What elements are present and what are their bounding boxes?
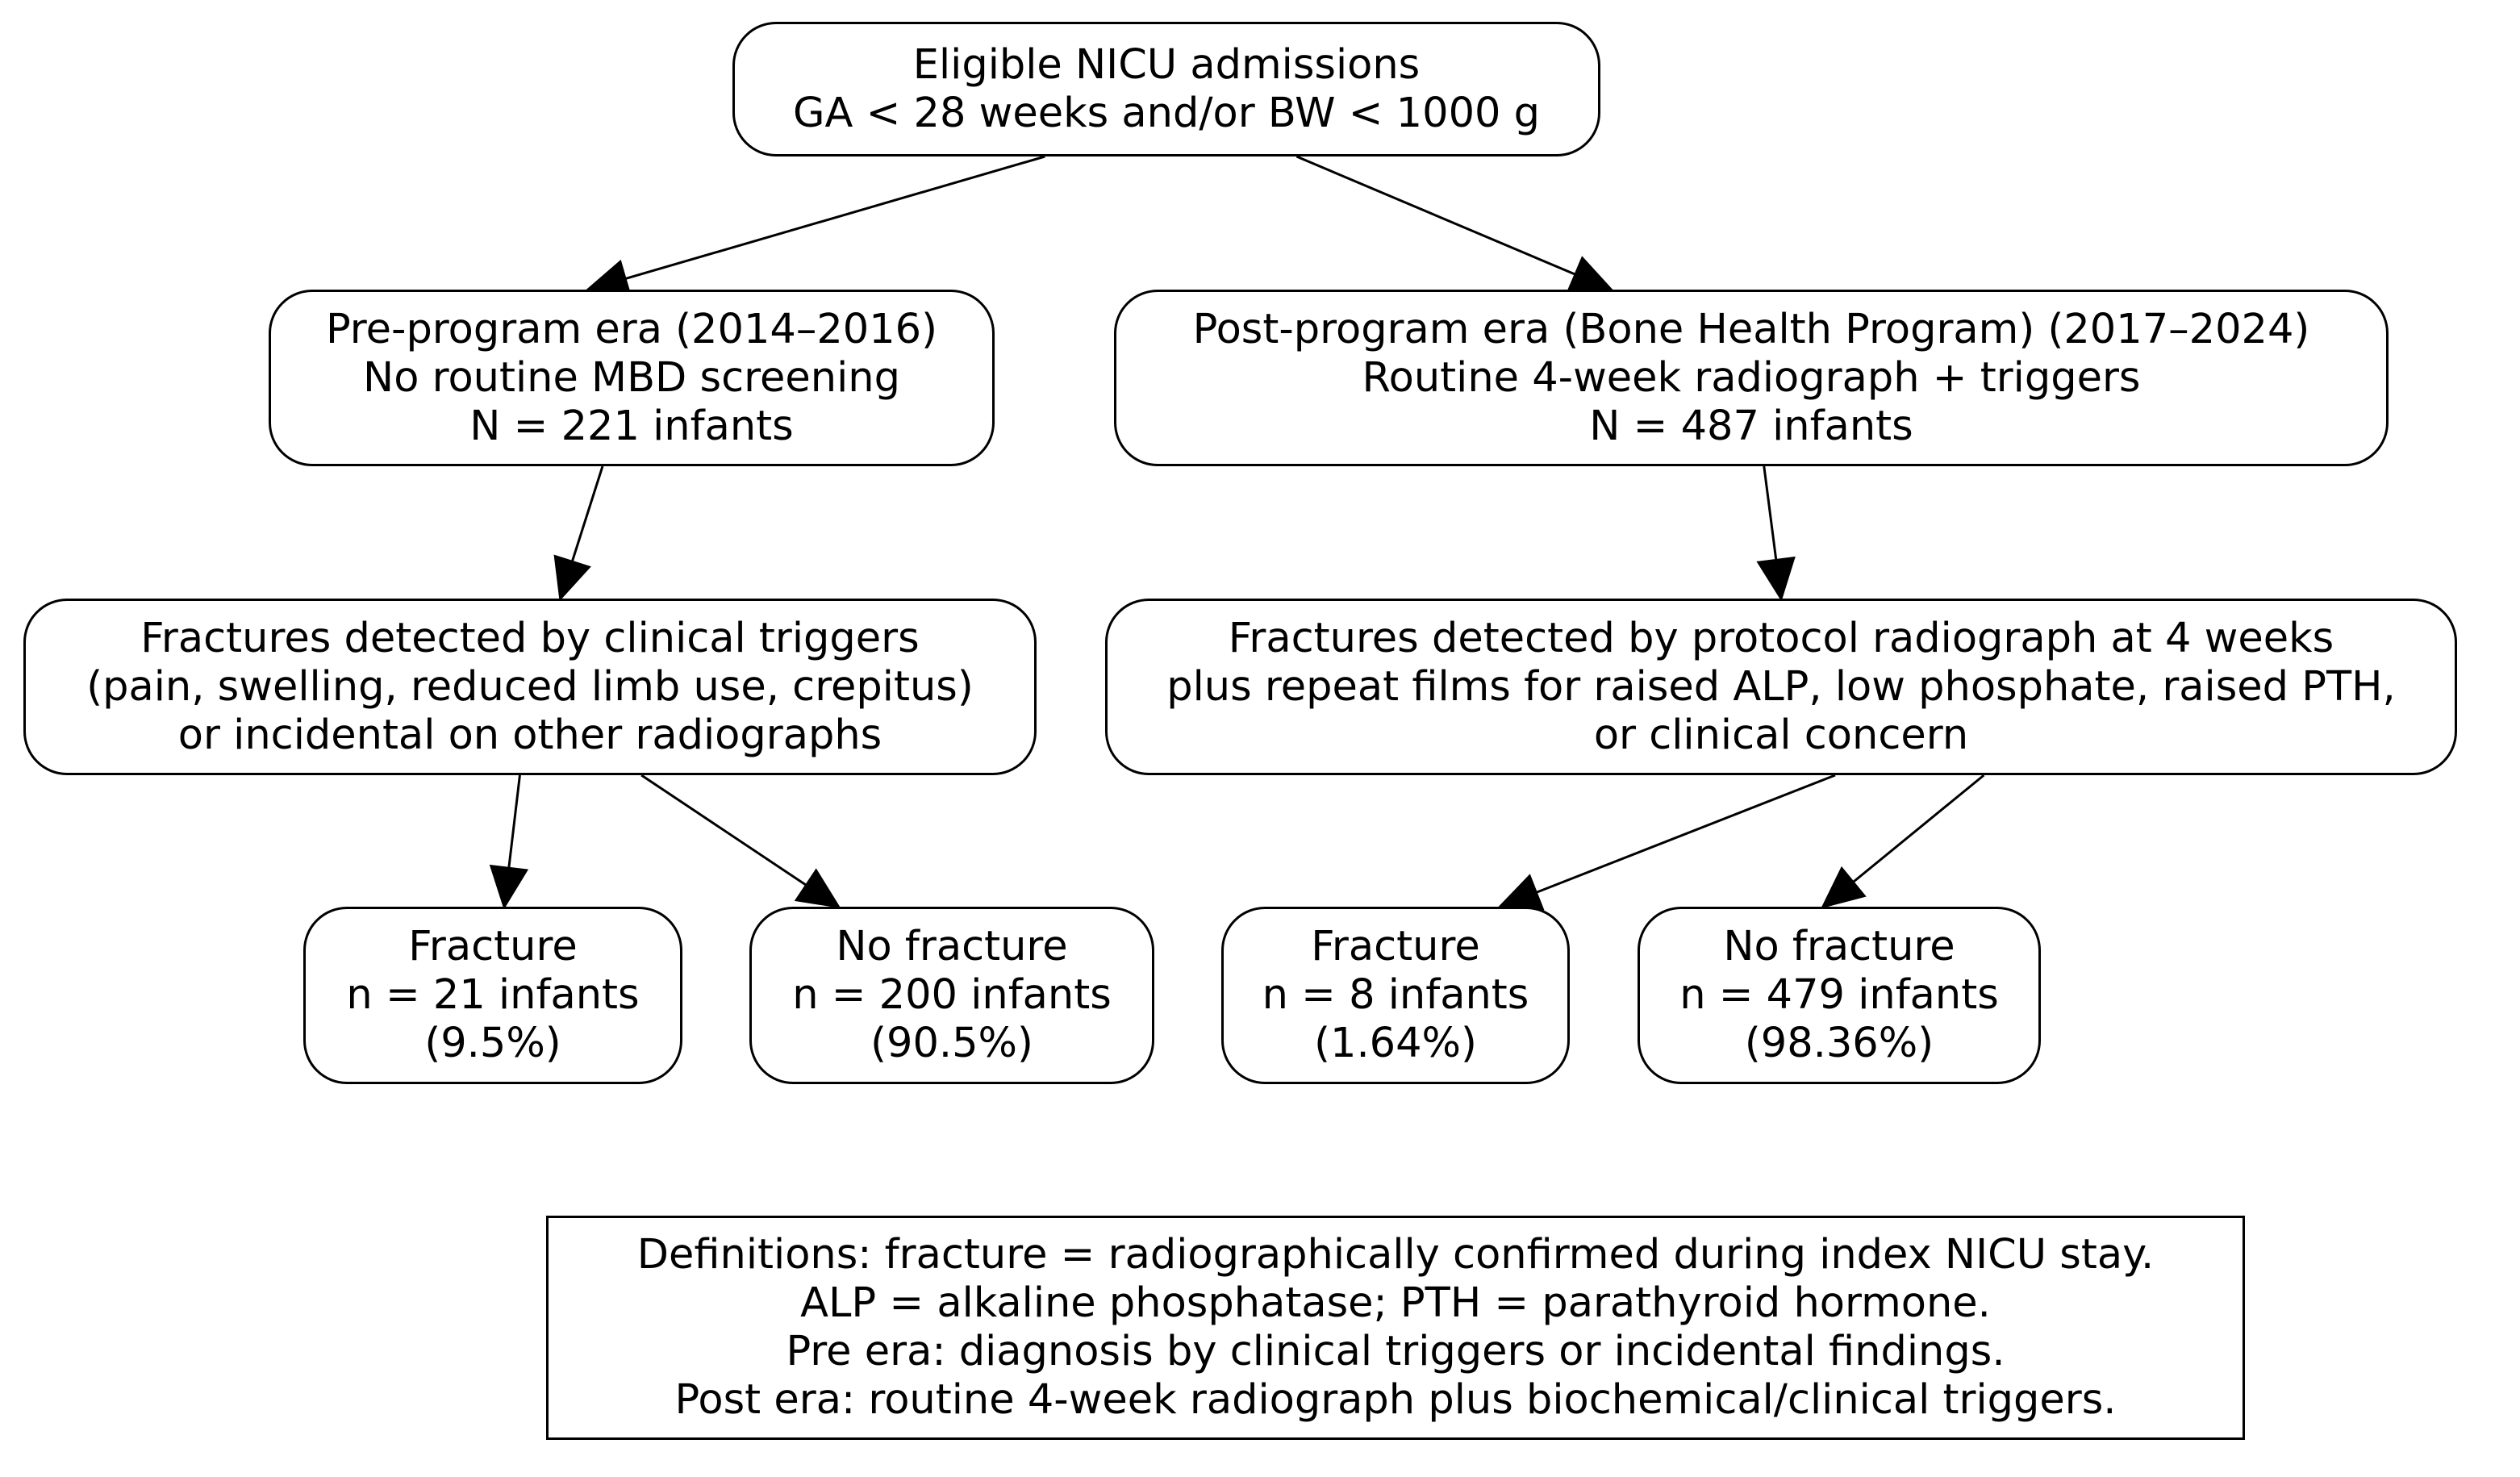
definitions-line-4: Post era: routine 4-week radiograph plus… xyxy=(674,1376,2117,1424)
post-no-fracture-line-3: (98.36%) xyxy=(1744,1020,1934,1067)
post-detect-line-2: plus repeat films for raised ALP, low ph… xyxy=(1166,662,2396,711)
post-fracture-line-2: n = 8 infants xyxy=(1262,971,1529,1019)
eligible-line-2: GA < 28 weeks and/or BW < 1000 g xyxy=(792,89,1541,137)
edges-group xyxy=(489,155,1985,911)
arrowhead-eligible-to-post-era xyxy=(1567,256,1614,293)
post-no-fracture-line-2: n = 479 infants xyxy=(1679,971,1999,1019)
post-era-line-2: Routine 4-week radiograph + triggers xyxy=(1362,353,2141,402)
arrowhead-pre-era-to-pre-detect xyxy=(553,554,591,602)
post-no-fracture-node: No fracture n = 479 infants (98.36%) xyxy=(1638,907,2041,1084)
post-era-line-3: N = 487 infants xyxy=(1589,402,1913,450)
definitions-line-3: Pre era: diagnosis by clinical triggers … xyxy=(786,1328,2005,1375)
edge-pre-detect-to-pre-no-fracture xyxy=(640,774,807,887)
pre-era-line-1: Pre-program era (2014–2016) xyxy=(325,305,938,353)
arrowhead-pre-detect-to-pre-no-fracture xyxy=(794,868,841,908)
pre-era-line-2: No routine MBD screening xyxy=(363,353,900,402)
pre-detect-line-1: Fractures detected by clinical triggers xyxy=(140,614,920,662)
pre-fracture-node: Fracture n = 21 infants (9.5%) xyxy=(303,907,682,1084)
pre-no-fracture-line-1: No fracture xyxy=(836,923,1068,970)
post-fracture-line-1: Fracture xyxy=(1311,923,1480,970)
pre-no-fracture-line-2: n = 200 infants xyxy=(792,971,1112,1019)
arrowhead-post-era-to-post-detect xyxy=(1756,556,1796,602)
arrowhead-post-detect-to-post-fracture xyxy=(1497,874,1545,911)
post-detect-line-3: or clinical concern xyxy=(1593,711,1969,759)
edge-post-detect-to-post-fracture xyxy=(1535,774,1836,894)
eligible-line-1: Eligible NICU admissions xyxy=(912,40,1421,89)
post-no-fracture-line-1: No fracture xyxy=(1723,923,1955,970)
edge-pre-detect-to-pre-fracture xyxy=(507,774,521,869)
edge-post-detect-to-post-no-fracture xyxy=(1852,774,1985,883)
edge-post-era-to-post-detect xyxy=(1763,465,1778,561)
definitions-line-1: Definitions: fracture = radiographically… xyxy=(636,1231,2155,1279)
post-era-line-1: Post-program era (Bone Health Program) (… xyxy=(1192,305,2310,353)
pre-detect-line-2: (pain, swelling, reduced limb use, crepi… xyxy=(86,662,974,711)
post-fracture-node: Fracture n = 8 infants (1.64%) xyxy=(1221,907,1570,1084)
pre-no-fracture-line-3: (90.5%) xyxy=(870,1020,1033,1067)
edge-eligible-to-pre-era xyxy=(624,155,1045,281)
arrowhead-post-detect-to-post-no-fracture xyxy=(1821,866,1867,909)
pre-fracture-line-1: Fracture xyxy=(408,923,578,970)
post-fracture-line-3: (1.64%) xyxy=(1314,1020,1477,1067)
pre-detect-line-3: or incidental on other radiographs xyxy=(177,711,882,759)
definitions-box: Definitions: fracture = radiographically… xyxy=(546,1216,2245,1440)
edge-pre-era-to-pre-detect xyxy=(570,465,604,562)
post-program-era-node: Post-program era (Bone Health Program) (… xyxy=(1114,290,2389,466)
eligible-admissions-node: Eligible NICU admissions GA < 28 weeks a… xyxy=(732,22,1600,156)
post-detect-line-1: Fractures detected by protocol radiograp… xyxy=(1228,614,2334,662)
pre-fracture-line-2: n = 21 infants xyxy=(346,971,640,1019)
post-detection-node: Fractures detected by protocol radiograp… xyxy=(1105,599,2457,775)
pre-era-line-3: N = 221 infants xyxy=(469,402,794,450)
pre-detection-node: Fractures detected by clinical triggers … xyxy=(23,599,1037,775)
pre-no-fracture-node: No fracture n = 200 infants (90.5%) xyxy=(749,907,1154,1084)
edge-eligible-to-post-era xyxy=(1295,155,1576,276)
arrowhead-pre-detect-to-pre-fracture xyxy=(489,864,529,910)
definitions-line-2: ALP = alkaline phosphatase; PTH = parath… xyxy=(800,1279,1991,1327)
pre-fracture-line-3: (9.5%) xyxy=(424,1020,561,1067)
pre-program-era-node: Pre-program era (2014–2016) No routine M… xyxy=(269,290,995,466)
